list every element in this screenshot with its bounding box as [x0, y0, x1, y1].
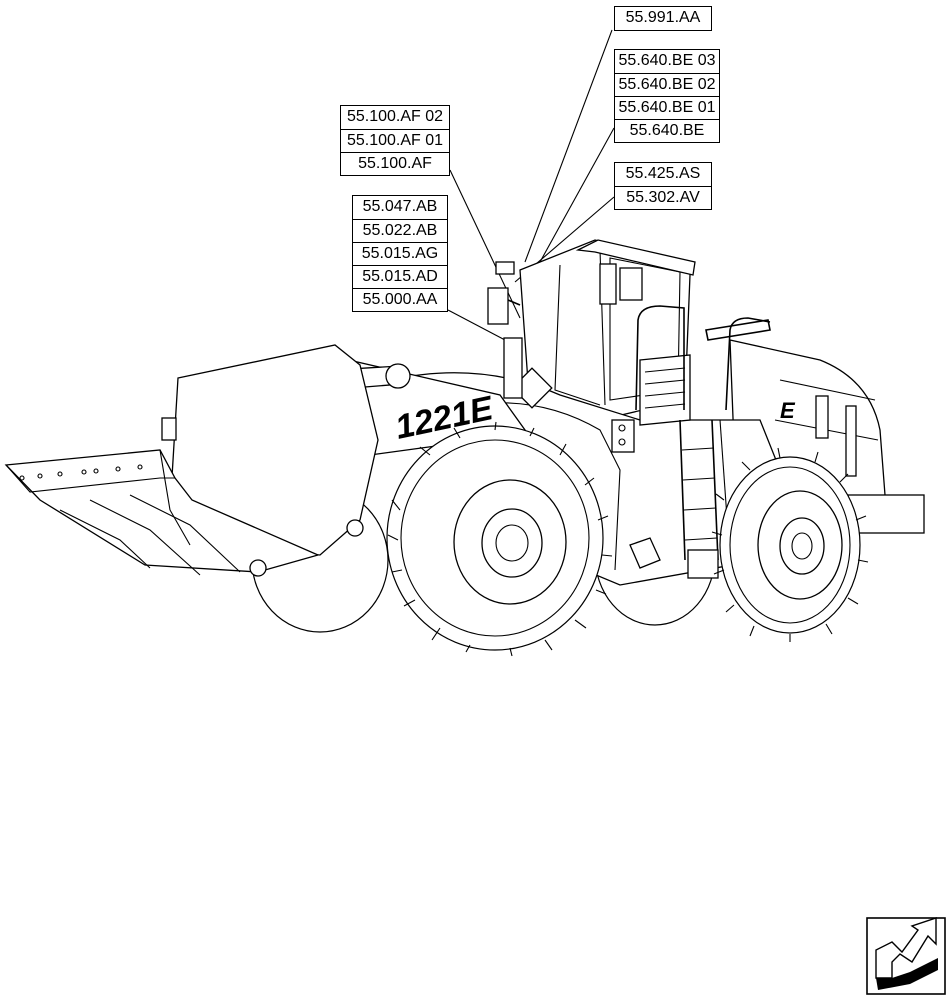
bucket [4, 344, 379, 577]
callout-code[interactable]: 55.015.AD [353, 265, 447, 288]
callout-code[interactable]: 55.022.AB [353, 219, 447, 242]
rear-near-wheel [711, 447, 869, 642]
callout-code[interactable]: 55.000.AA [353, 288, 447, 311]
front-near-wheel [386, 421, 613, 657]
callout-group-55-100[interactable]: 55.100.AF 02 55.100.AF 01 55.100.AF [340, 105, 450, 176]
callout-group-55-640[interactable]: 55.640.BE 03 55.640.BE 02 55.640.BE 01 5… [614, 49, 720, 143]
next-page-arrow-icon[interactable] [866, 917, 946, 995]
callout-code[interactable]: 55.991.AA [625, 9, 701, 26]
callout-code[interactable]: 55.015.AG [353, 242, 447, 265]
callout-code[interactable]: 55.047.AB [362, 198, 438, 215]
callout-code[interactable]: 55.100.AF [341, 152, 449, 175]
callout-code[interactable]: 55.302.AV [615, 186, 711, 209]
callout-code[interactable]: 55.425.AS [625, 165, 701, 182]
callout-code[interactable]: 55.640.BE 03 [618, 52, 716, 69]
callout-code[interactable]: 55.100.AF 01 [341, 129, 449, 152]
callout-code[interactable]: 55.640.BE 01 [615, 96, 719, 119]
callout-code[interactable]: 55.640.BE 02 [615, 73, 719, 96]
callout-code[interactable]: 55.640.BE [615, 119, 719, 142]
callout-code[interactable]: 55.100.AF 02 [346, 108, 444, 125]
callout-group-55-991[interactable]: 55.991.AA [614, 6, 712, 31]
callout-group-55-425[interactable]: 55.425.AS 55.302.AV [614, 162, 712, 210]
rear-decal: E [780, 398, 796, 423]
callout-group-55-0xx[interactable]: 55.047.AB 55.022.AB 55.015.AG 55.015.AD … [352, 195, 448, 312]
